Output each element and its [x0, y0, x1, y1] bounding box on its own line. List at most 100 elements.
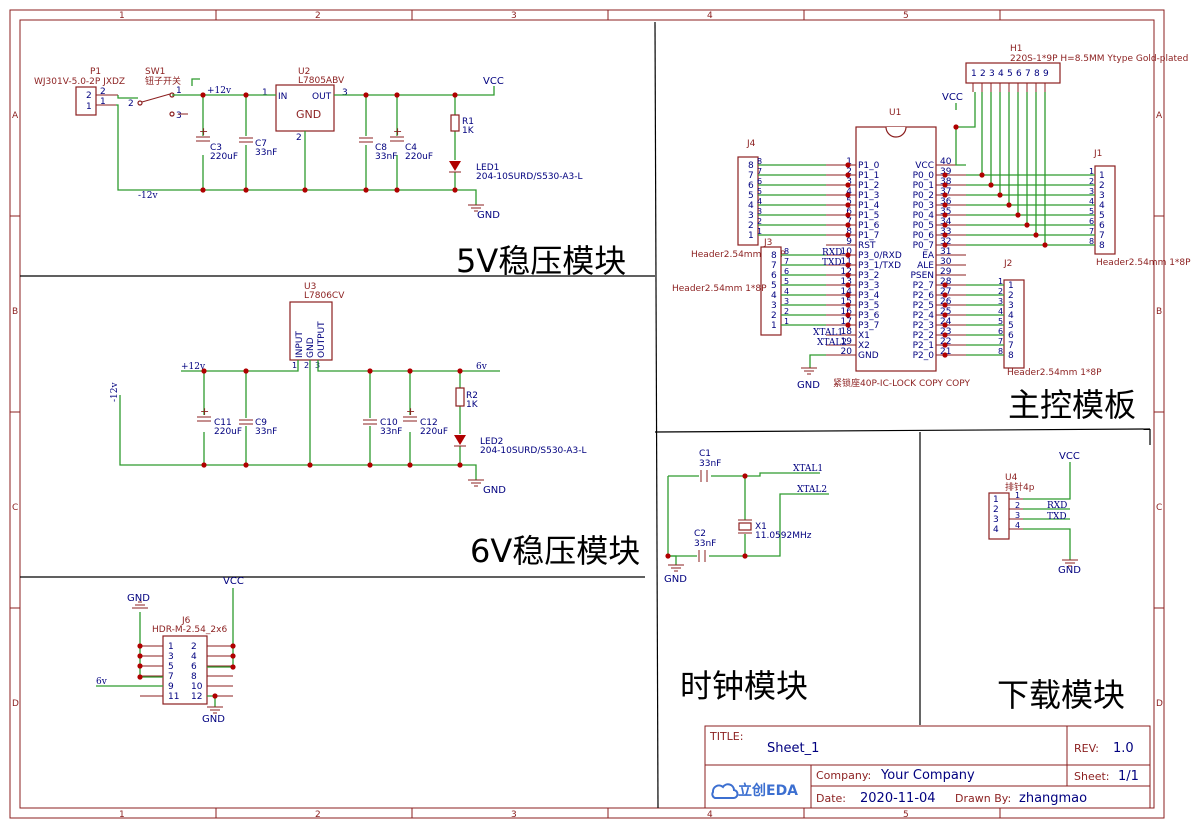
u1-pin-number: 8 [846, 227, 852, 237]
c3-capacitor[interactable]: + [196, 125, 210, 142]
r2-resistor[interactable] [455, 387, 465, 407]
module-6v-regulator: U3 L7806CV INPUT GND OUTPUT 1 2 3 + C11 … [110, 282, 586, 496]
j4-connector[interactable] [737, 156, 759, 246]
column-label: 2 [315, 810, 321, 820]
junction-dot [212, 693, 218, 699]
r1-resistor[interactable] [450, 114, 460, 132]
j4-pin-label: 1 [757, 227, 762, 236]
u1-pin-number: 4 [846, 187, 852, 197]
section-title-download: 下载模块 [997, 676, 1125, 714]
j2-connector[interactable] [1003, 279, 1025, 369]
u1-mcu[interactable] [855, 126, 937, 372]
u4-pin-number: 1 [993, 495, 999, 505]
h1-connector[interactable] [965, 62, 1061, 84]
junction-dot [230, 664, 236, 670]
u1-pin-name: EA [922, 251, 935, 261]
gnd-symbol [668, 564, 684, 572]
sheet-frame [9, 9, 1165, 819]
u4-value: 排针4p [1005, 481, 1035, 493]
h1-pin-number: 2 [980, 69, 986, 79]
svg-text:2: 2 [100, 87, 106, 97]
u1-pin-name: PSEN [910, 271, 934, 281]
c4-value: 220uF [405, 152, 433, 162]
u1-pin-number: 29 [940, 267, 952, 277]
c11-capacitor[interactable]: + [197, 405, 211, 422]
section-title-6v: 6V稳压模块 [470, 532, 640, 570]
p1-ref: P1 [90, 67, 101, 77]
junction-dot [845, 202, 851, 208]
j2-pin-label: 2 [998, 287, 1003, 296]
c4-capacitor[interactable]: + [390, 125, 404, 142]
r2-value: 1K [466, 400, 479, 410]
u1-pin-name: P0_7 [913, 241, 934, 251]
svg-text:2: 2 [304, 361, 309, 370]
j4-pin-label: 7 [757, 167, 762, 176]
u1-pin-number: 13 [841, 277, 852, 287]
led1-value: 204-10SURD/S530-A3-L [476, 172, 582, 182]
u3-ref: U3 [304, 282, 316, 292]
c1-capacitor[interactable] [700, 470, 708, 482]
c1-ref: C1 [699, 449, 711, 459]
drawn-by-label: Drawn By: [955, 792, 1011, 805]
x1-crystal[interactable] [738, 519, 752, 534]
sheet-label: Sheet: [1074, 770, 1110, 783]
j3-pin-number: 8 [771, 251, 777, 261]
u1-pin-name: P2_2 [913, 331, 934, 341]
j6-pin-number: 8 [191, 672, 197, 682]
c10-capacitor[interactable] [363, 419, 377, 425]
j1-pin-number: 7 [1099, 231, 1105, 241]
c7-capacitor[interactable] [239, 137, 253, 143]
junction-dot [243, 187, 249, 193]
u3-pin-input: INPUT [295, 331, 305, 358]
junction-dot [394, 92, 400, 98]
svg-text:1: 1 [86, 102, 92, 112]
column-label: 1 [119, 810, 125, 820]
j3-connector[interactable] [760, 246, 782, 336]
p1-value: WJ301V-5.0-2P JXDZ [34, 77, 125, 87]
c12-capacitor[interactable]: + [403, 405, 417, 422]
u2-gnd-label: GND [296, 108, 321, 121]
section-title-clock: 时钟模块 [680, 667, 808, 705]
c2-value: 33nF [694, 539, 716, 549]
svg-text:3: 3 [342, 88, 348, 98]
u4-connector[interactable] [988, 492, 1010, 540]
j3-pin-number: 2 [771, 311, 777, 321]
j6-connector[interactable] [162, 635, 208, 705]
net-label: XTAL1 [793, 464, 823, 474]
u4-pin-label: 4 [1015, 521, 1020, 530]
u1-pin-number: 16 [841, 307, 853, 317]
c8-capacitor[interactable] [359, 137, 373, 143]
led1-diode[interactable] [449, 161, 461, 171]
led2-diode[interactable] [454, 435, 466, 445]
u1-pin-number: 36 [940, 197, 952, 207]
c3-ref: C3 [210, 143, 222, 153]
c11-value: 220uF [214, 427, 242, 437]
p1-connector[interactable] [75, 86, 97, 116]
c11-ref: C11 [214, 418, 232, 428]
row-label: B [12, 307, 18, 317]
j3-pin-number: 4 [771, 291, 777, 301]
j6-pin-number: 6 [191, 662, 197, 672]
j6-pin-number: 12 [191, 692, 202, 702]
j3-pin-label: 2 [784, 307, 789, 316]
u1-pin-name: P3_6 [858, 311, 880, 321]
u1-pin-number: 33 [940, 227, 951, 237]
sw1-switch[interactable] [137, 100, 143, 106]
x1-value: 11.0592MHz [755, 531, 812, 541]
u3-regulator[interactable] [289, 301, 333, 361]
j1-value: Header2.54mm 1*8P [1096, 258, 1191, 268]
wire-p0 [966, 92, 1037, 236]
u1-pin-name: P0_5 [913, 221, 934, 231]
j2-pin-label: 6 [998, 327, 1003, 336]
date-label: Date: [816, 792, 846, 805]
u1-pin-name: P1_5 [858, 211, 879, 221]
c2-capacitor[interactable] [698, 550, 706, 562]
gnd-label: GND [202, 714, 225, 725]
c9-capacitor[interactable] [239, 419, 253, 425]
j1-connector[interactable] [1094, 165, 1116, 255]
h1-pin-number: 5 [1007, 69, 1013, 79]
junction-dot [942, 172, 948, 178]
wire-p0 [966, 92, 992, 186]
column-label: 2 [315, 11, 321, 21]
